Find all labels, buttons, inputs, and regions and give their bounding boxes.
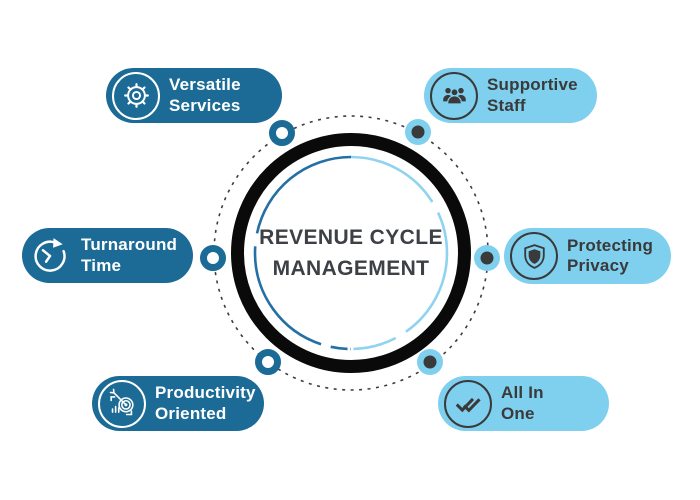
pill-turnaround-time: Turnaround Time [22,228,193,283]
double-check-icon [444,379,492,428]
pill-versatile-services: Versatile Services [106,68,282,123]
pill-protecting-privacy: Protecting Privacy [504,228,671,284]
center-title-line2: MANAGEMENT [272,257,430,280]
pill-supportive-staff: Supportive Staff [424,68,597,123]
pill-label: Supportive Staff [487,75,578,115]
inner-arc-light [350,155,449,351]
pill-label: Turnaround Time [81,235,178,275]
pill-productivity-oriented: Productivity Oriented [92,376,264,431]
pill-all-in-one: All In One [438,376,609,431]
pill-label: Versatile Services [169,75,241,115]
center-title: REVENUE CYCLE MANAGEMENT [246,222,456,284]
pill-label: All In One [501,383,544,423]
pill-label: Productivity Oriented [155,383,256,423]
target-icon [98,379,146,428]
pill-label: Protecting Privacy [567,235,654,275]
center-title-line1: REVENUE CYCLE [259,226,443,249]
connector-dot-top-left [269,120,295,146]
connector-dot-bottom-right [417,349,443,375]
connector-dot-top-right [405,119,431,145]
team-icon [430,71,478,120]
gear-icon [112,71,160,120]
clock-arrow-icon [28,234,72,278]
inner-arc-dark [253,155,352,351]
shield-icon [510,232,558,280]
black-ring [231,133,471,373]
connector-dot-bottom-left [255,349,281,375]
connector-dot-middle-right [474,245,500,271]
connector-dot-middle-left [200,245,226,271]
